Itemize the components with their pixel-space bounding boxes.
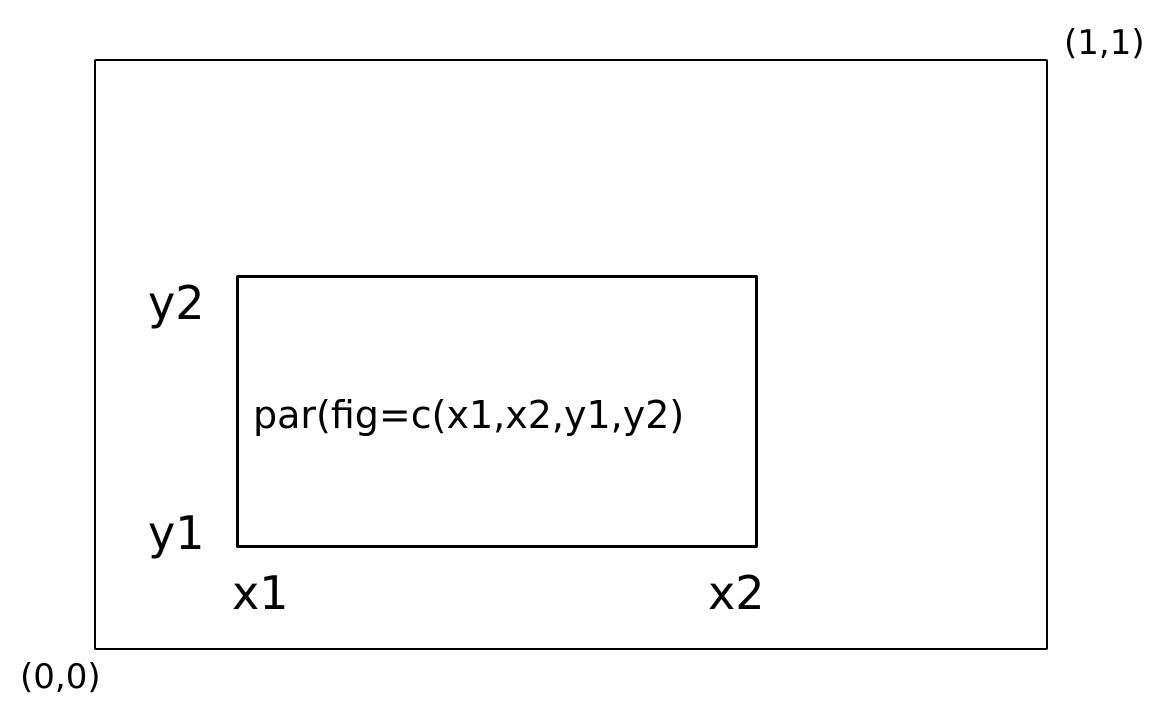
inner-figure-region <box>236 275 758 548</box>
y1-label: y1 <box>148 506 205 560</box>
corner-label-bottom-left: (0,0) <box>20 657 101 697</box>
par-fig-code-label: par(fig=c(x1,x2,y1,y2) <box>253 393 685 437</box>
corner-label-top-right: (1,1) <box>1064 23 1145 63</box>
y2-label: y2 <box>148 276 205 330</box>
x2-label: x2 <box>708 566 765 620</box>
outer-figure-region <box>94 59 1048 650</box>
x1-label: x1 <box>232 566 289 620</box>
